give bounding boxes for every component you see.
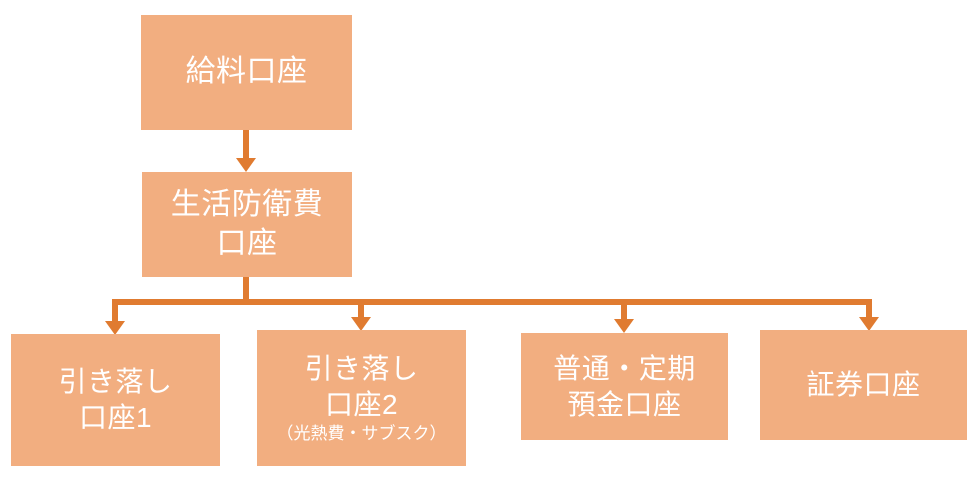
node-securities-account[interactable]: 証券口座 xyxy=(760,330,967,440)
node-deposit-account-line-2: 預金口座 xyxy=(567,388,682,420)
node-emergency-fund-account-line-2: 口座 xyxy=(216,226,278,260)
edge-bus-to-debit1-arrow-icon xyxy=(105,321,125,335)
node-debit-account-1-line-2: 口座1 xyxy=(78,402,153,433)
edge-bus-to-debit2-arrow-icon xyxy=(351,317,371,331)
node-debit-account-2-line-2: 口座2 xyxy=(324,388,399,420)
edge-bus-to-debit2-line xyxy=(358,299,364,319)
edge-salary-to-emergency-arrow-icon xyxy=(236,158,256,172)
edge-bus-to-debit1-line xyxy=(112,299,118,323)
edge-distribution-bus-line xyxy=(112,299,872,305)
edge-salary-to-emergency-line xyxy=(243,130,249,160)
node-deposit-account[interactable]: 普通・定期 預金口座 xyxy=(521,333,728,440)
node-emergency-fund-account[interactable]: 生活防衛費 口座 xyxy=(142,172,352,277)
edge-bus-to-securities-line xyxy=(866,299,872,319)
node-securities-account-line-1: 証券口座 xyxy=(806,369,921,401)
node-emergency-fund-account-line-1: 生活防衛費 xyxy=(170,188,324,222)
edge-bus-to-securities-arrow-icon xyxy=(859,317,879,331)
node-debit-account-1-line-1: 引き落し xyxy=(58,366,173,398)
node-deposit-account-line-1: 普通・定期 xyxy=(553,352,696,384)
node-debit-account-2-subtitle: （光熱費・サブスク） xyxy=(276,424,447,444)
node-salary-account-line-1: 給料口座 xyxy=(185,55,308,89)
node-debit-account-1[interactable]: 引き落し 口座1 xyxy=(11,334,220,466)
edge-bus-to-deposit-line xyxy=(621,299,627,321)
node-debit-account-2-line-1: 引き落し xyxy=(304,352,419,384)
node-salary-account[interactable]: 給料口座 xyxy=(141,15,352,130)
edge-emergency-to-bus-line xyxy=(243,277,249,305)
edge-bus-to-deposit-arrow-icon xyxy=(614,319,634,333)
node-debit-account-2[interactable]: 引き落し 口座2 （光熱費・サブスク） xyxy=(257,330,466,466)
